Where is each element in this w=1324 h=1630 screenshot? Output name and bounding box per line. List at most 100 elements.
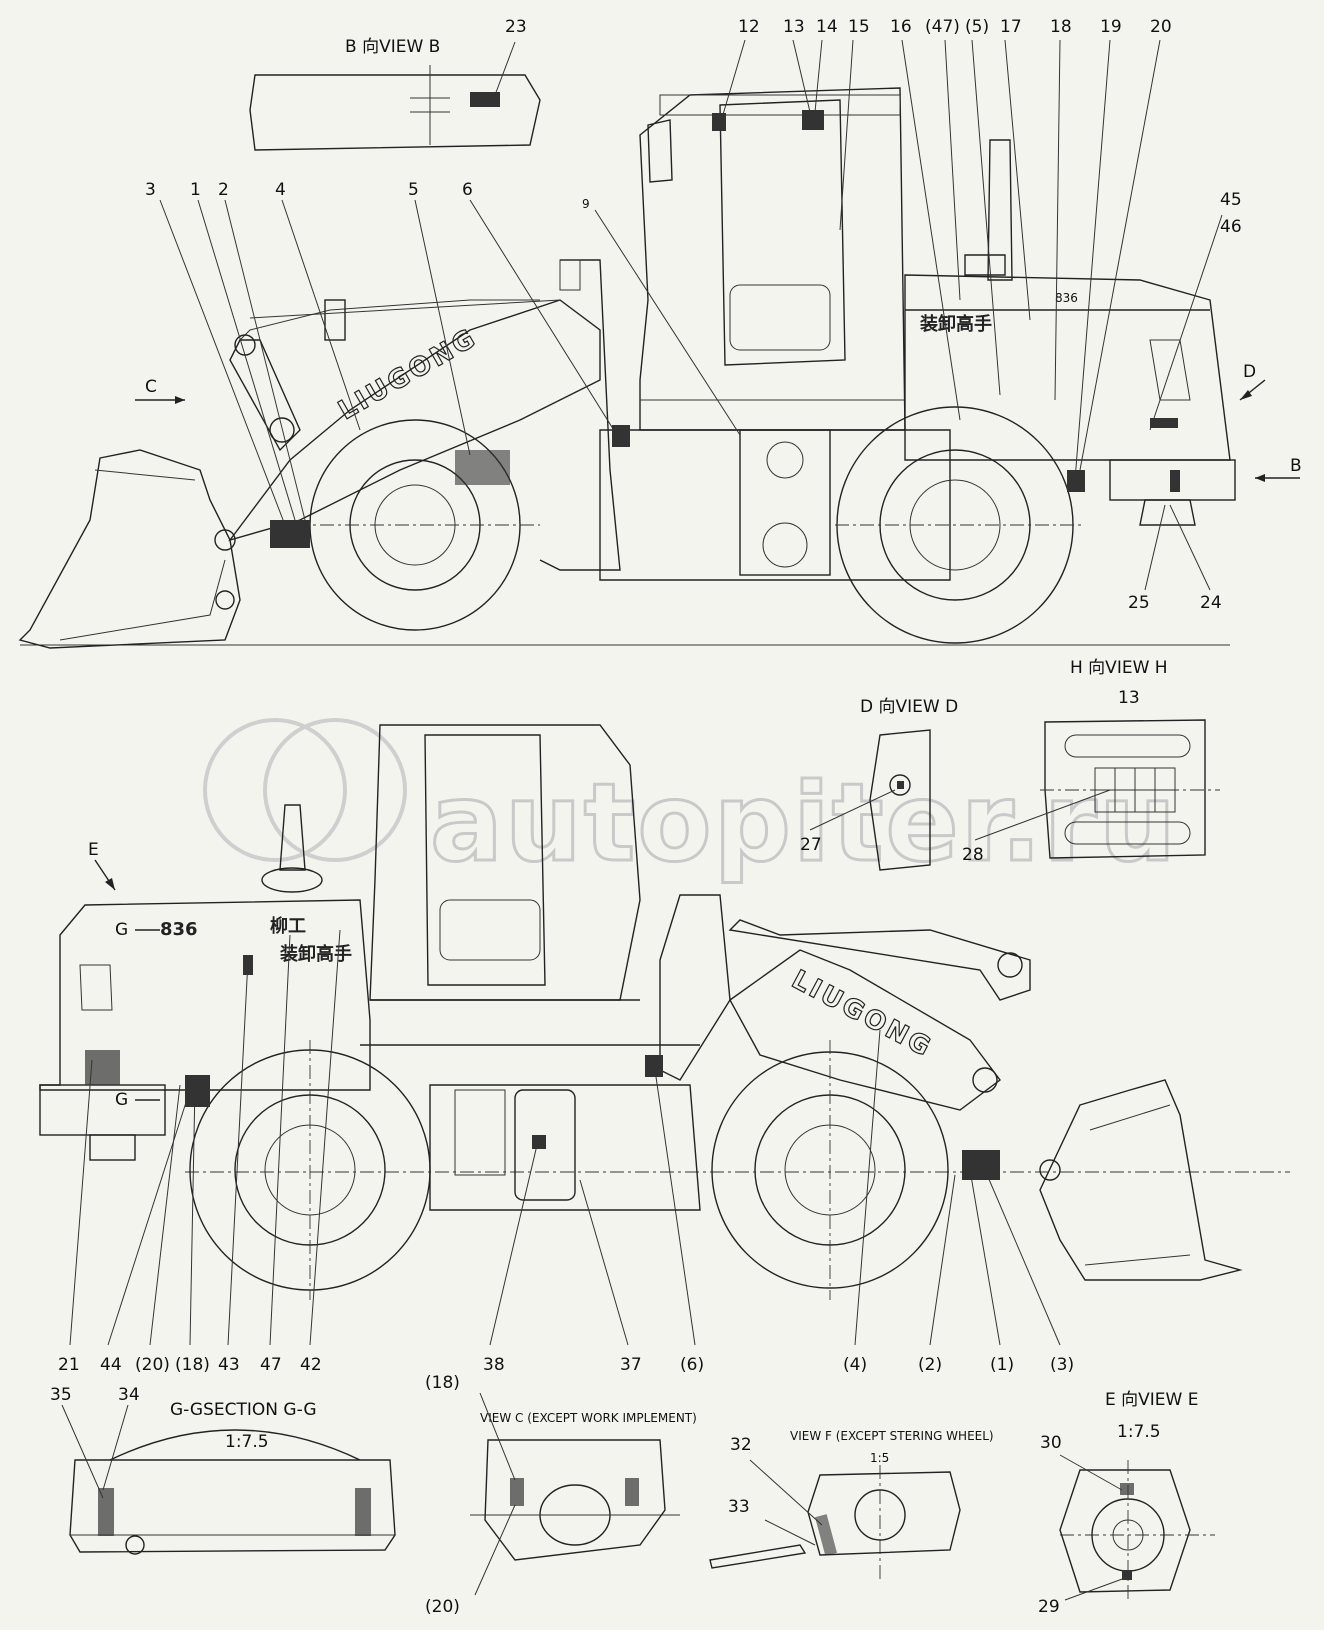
decal-30 (1120, 1483, 1134, 1495)
view-f: VIEW F (EXCEPT STERING WHEEL) 1:5 (709, 1429, 994, 1580)
watermark-text: autopiter.ru (430, 761, 1178, 886)
svg-text:G: G (115, 920, 128, 940)
model-decal: 836 (1055, 291, 1078, 305)
callout-44: 44 (100, 1355, 122, 1375)
view-f-title: VIEW F (EXCEPT STERING WHEEL) (790, 1429, 994, 1443)
callout-30: 30 (1040, 1433, 1062, 1453)
warning-decal (510, 1478, 524, 1506)
view-b: B 向VIEW B (249, 37, 541, 151)
callout-4p: (4) (843, 1355, 867, 1375)
hitch-decal (1170, 470, 1180, 492)
callout-47: 47 (260, 1355, 282, 1375)
callout-15: 15 (848, 17, 870, 37)
view-b-title: B 向VIEW B (345, 37, 440, 57)
callout-labels: 23 12 13 14 15 16 (47) (5) 17 18 19 20 3… (50, 17, 1242, 1617)
battery-decal (455, 450, 510, 485)
callout-13: 13 (783, 17, 805, 37)
svg-text:G: G (115, 1090, 128, 1110)
tank-decal (532, 1135, 546, 1149)
view-e: E 向VIEW E 1:7.5 (1059, 1390, 1215, 1600)
view-arrow-c: C (135, 377, 185, 404)
decal-29 (1122, 1570, 1132, 1580)
callout-20-c: (20) (425, 1597, 460, 1617)
view-e-title: E 向VIEW E (1105, 1390, 1198, 1410)
warning-decal (470, 92, 500, 107)
callout-5p: (5) (965, 17, 989, 37)
callout-3p: (3) (1050, 1355, 1074, 1375)
callout-37: 37 (620, 1355, 642, 1375)
view-arrow-b: B (1255, 456, 1302, 482)
view-e-scale: 1:7.5 (1117, 1422, 1161, 1442)
callout-23: 23 (505, 17, 527, 37)
callout-18p: (18) (175, 1355, 210, 1375)
cab-decal (802, 110, 824, 130)
callout-19: 19 (1100, 17, 1122, 37)
callout-17: 17 (1000, 17, 1022, 37)
view-h-label: 13 (1118, 688, 1140, 708)
watermark: autopiter.ru (203, 718, 1178, 888)
callout-6: 6 (462, 180, 473, 200)
callout-47p: (47) (925, 17, 960, 37)
callout-3: 3 (145, 180, 156, 200)
svg-text:D: D (1243, 362, 1256, 382)
svg-text:B: B (1290, 456, 1302, 476)
callout-28: 28 (962, 845, 984, 865)
callout-20p: (20) (135, 1355, 170, 1375)
warning-decal (355, 1488, 371, 1536)
view-d-title: D 向VIEW D (860, 697, 958, 717)
plate-decal (1150, 418, 1178, 428)
callout-25: 25 (1128, 593, 1150, 613)
view-gg-title: G-GSECTION G-G (170, 1400, 317, 1420)
view-arrow-d: D (1239, 362, 1266, 401)
view-gg-scale: 1:7.5 (225, 1432, 269, 1452)
callout-38: 38 (483, 1355, 505, 1375)
view-c: VIEW C (EXCEPT WORK IMPLEMENT) (470, 1411, 697, 1561)
view-gg: G-GSECTION G-G 1:7.5 (69, 1400, 396, 1555)
warning-decal (625, 1478, 639, 1506)
callout-35: 35 (50, 1385, 72, 1405)
view-h: H 向VIEW H 13 (1040, 658, 1220, 859)
warning-decal (645, 1055, 663, 1077)
warning-decal (962, 1150, 1000, 1180)
view-h-title: H 向VIEW H (1070, 658, 1168, 678)
callout-6p: (6) (680, 1355, 704, 1375)
view-f-scale: 1:5 (870, 1451, 889, 1465)
callout-33: 33 (728, 1497, 750, 1517)
warning-decal (98, 1488, 114, 1536)
callout-20: 20 (1150, 17, 1172, 37)
slogan-decal: 装卸高手 (920, 313, 992, 335)
logo-decal: 柳工 (270, 915, 306, 937)
slogan-decal: 装卸高手 (280, 943, 352, 965)
cab-decal (712, 113, 726, 131)
callout-5: 5 (408, 180, 419, 200)
callout-12: 12 (738, 17, 760, 37)
callout-4: 4 (275, 180, 286, 200)
callout-16: 16 (890, 17, 912, 37)
callout-42: 42 (300, 1355, 322, 1375)
warning-decal (185, 1075, 210, 1107)
callout-27: 27 (800, 835, 822, 855)
callout-29: 29 (1038, 1597, 1060, 1617)
callout-1p: (1) (990, 1355, 1014, 1375)
callout-32: 32 (730, 1435, 752, 1455)
liugong-arm-logo: LIUGONG (787, 965, 938, 1064)
view-arrow-e: E (88, 840, 116, 891)
view-arrow-g: G G (115, 920, 160, 1110)
warning-decal (270, 520, 310, 548)
callout-45: 45 (1220, 190, 1242, 210)
callout-2p: (2) (918, 1355, 942, 1375)
leader-lines (61, 39, 1223, 1601)
callout-2: 2 (218, 180, 229, 200)
warning-decal (1067, 470, 1085, 492)
callout-18-c: (18) (425, 1373, 460, 1393)
warning-decal (612, 425, 630, 447)
callout-43: 43 (218, 1355, 240, 1375)
view-c-title: VIEW C (EXCEPT WORK IMPLEMENT) (480, 1411, 697, 1425)
callout-18: 18 (1050, 17, 1072, 37)
callout-1: 1 (190, 180, 201, 200)
callout-21: 21 (58, 1355, 80, 1375)
callout-9: 9 (582, 197, 590, 211)
callout-46: 46 (1220, 217, 1242, 237)
